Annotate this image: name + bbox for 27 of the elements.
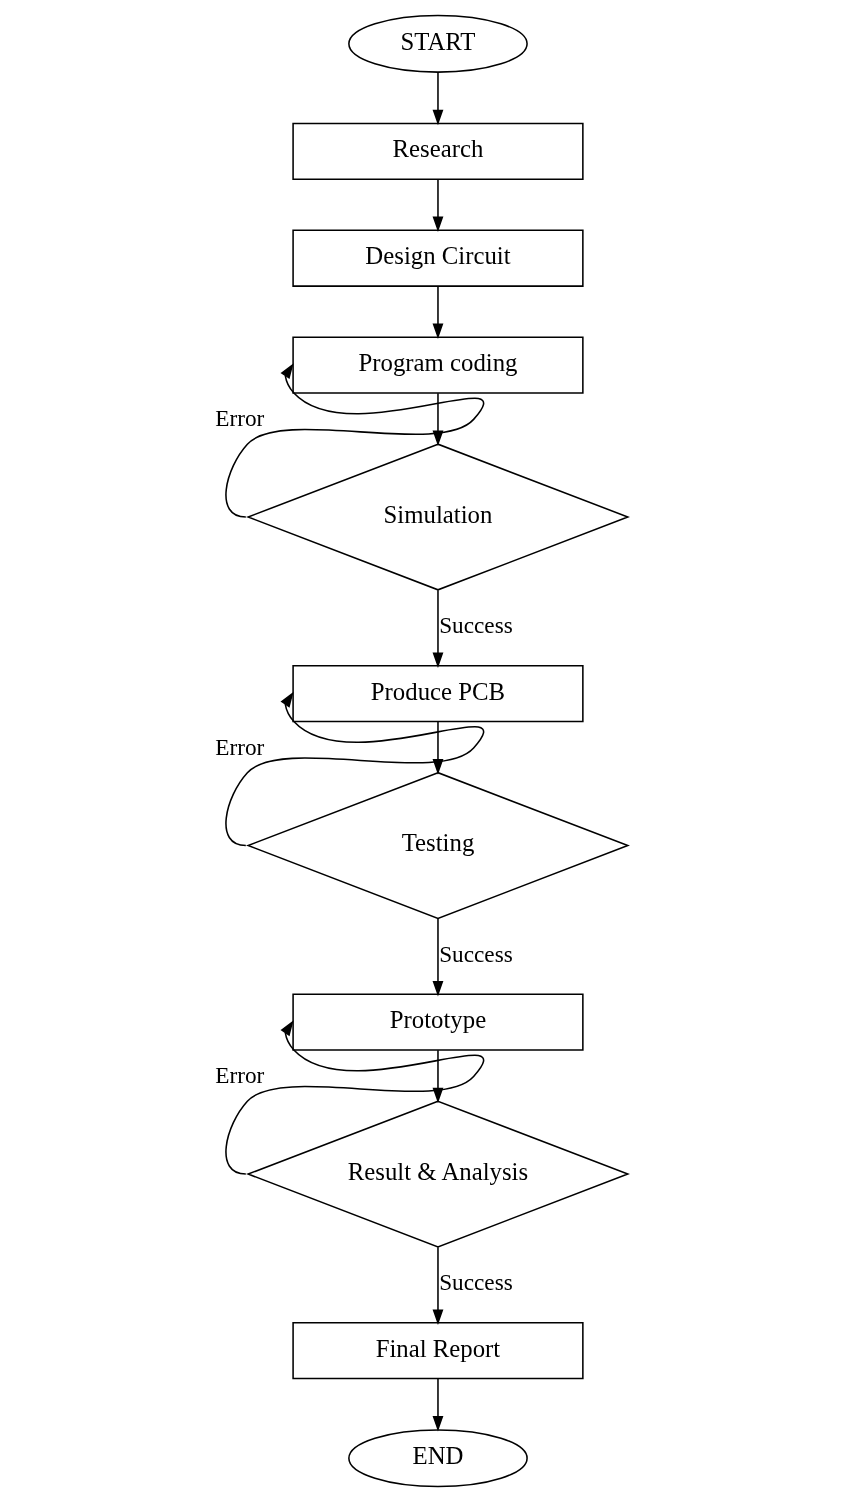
edge-label: Success (438, 1269, 513, 1296)
arrow (432, 1246, 443, 1326)
node-diamond: Simulation (245, 443, 630, 591)
edge-label: Success (438, 612, 513, 639)
arrow (432, 178, 443, 232)
edge-label: Error (214, 733, 264, 760)
node-ellipse: START (347, 14, 528, 73)
arrow (432, 1377, 443, 1432)
node-box: Design Circuit (291, 229, 584, 287)
arrow (432, 917, 443, 997)
arrow (432, 285, 443, 339)
node-diamond: Result & Analysis (245, 1100, 630, 1248)
node-ellipse: END (347, 1429, 528, 1488)
edge-label: Error (214, 405, 264, 432)
node-box: Program coding (291, 336, 584, 394)
node-box: Produce PCB (291, 665, 584, 723)
edge-label: Error (214, 1062, 264, 1089)
node-box: Final Report (291, 1322, 584, 1380)
node-box: Prototype (291, 993, 584, 1051)
node-box: Research (291, 122, 584, 180)
edge-label: Success (438, 940, 513, 967)
arrow (224, 691, 484, 847)
arrow (224, 363, 484, 518)
arrow (432, 72, 443, 126)
arrow (432, 589, 443, 668)
arrow (224, 1020, 484, 1175)
node-diamond: Testing (245, 771, 630, 920)
